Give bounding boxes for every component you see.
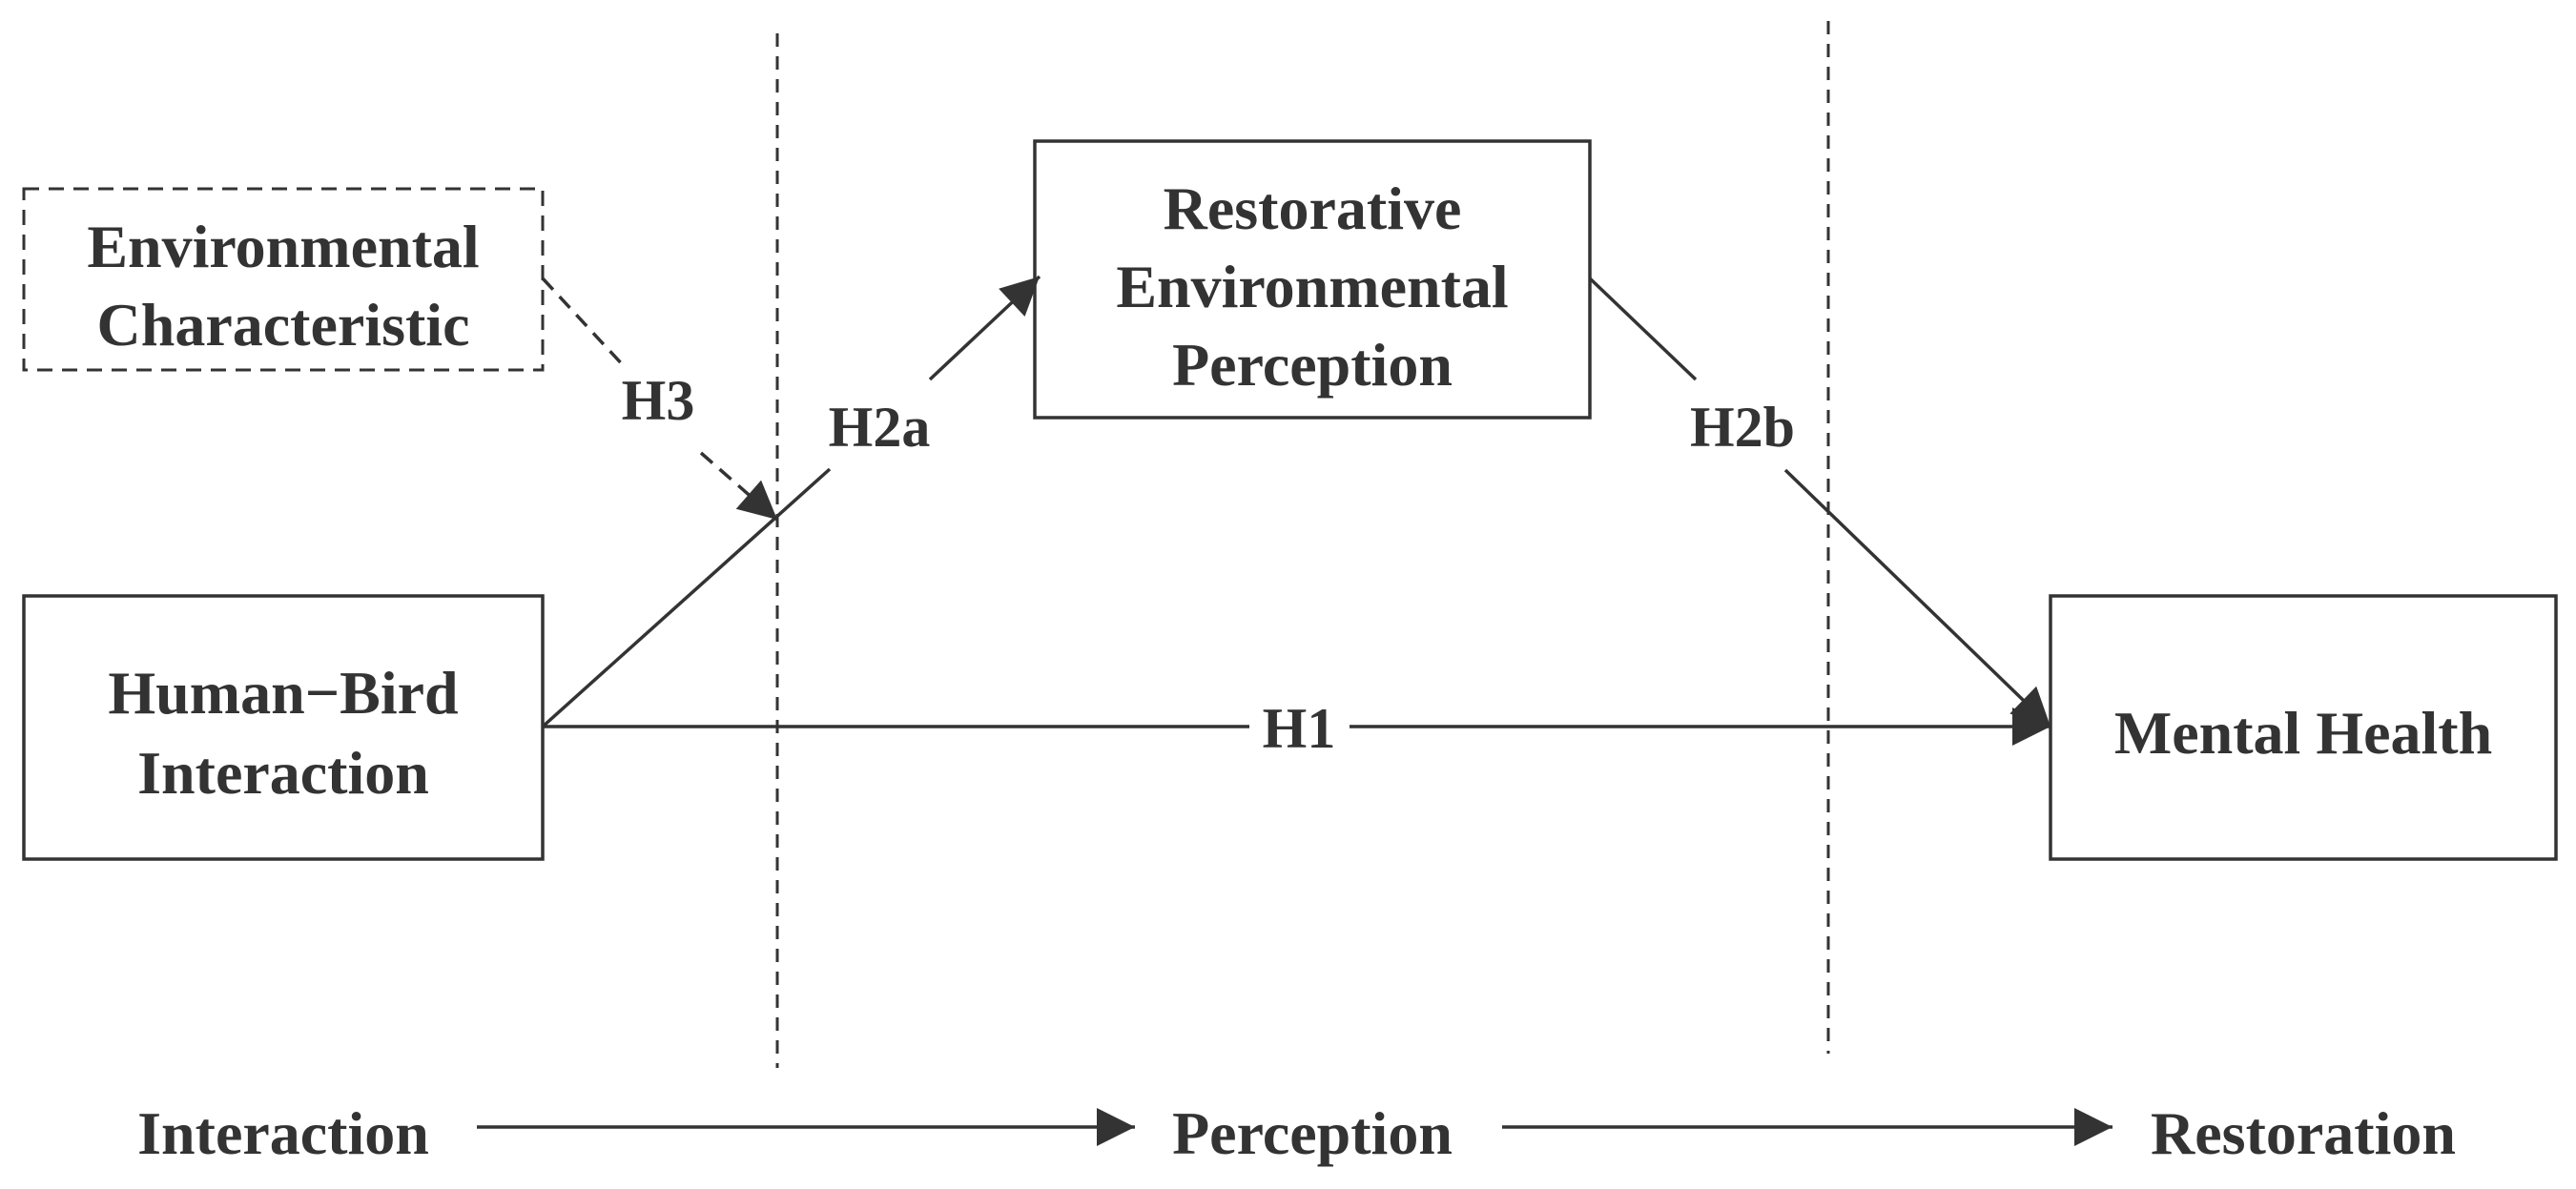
path-h3-line-a [541,277,627,369]
path-h1-label: H1 [1263,697,1336,760]
path-h2a-line-b [928,275,1041,381]
node-environmental-characteristic: Environmental Characteristic [22,187,545,372]
node-restorative-perception-line-1: Restorative [1164,174,1462,242]
node-environmental-characteristic-line-1: Environmental [87,213,479,280]
stage-interaction-label: Interaction [137,1099,429,1167]
path-h2b: H2b [1588,277,2052,728]
path-h2a: H2a [541,275,1041,728]
stage-restoration-label: Restoration [2151,1099,2456,1167]
path-h3: H3 [541,277,779,522]
path-h3-line-b [699,451,779,522]
path-h2b-line-b [1783,468,2052,728]
node-human-bird-interaction-line-2: Interaction [137,739,429,807]
path-h2a-label: H2a [829,396,931,459]
path-h2b-line-a [1588,277,1698,381]
node-restorative-environmental-perception: Restorative Environmental Perception [1033,139,1592,420]
stage-flow: Interaction Perception Restoration [137,1099,2456,1167]
node-environmental-characteristic-line-2: Characteristic [97,291,470,359]
node-restorative-perception-line-2: Environmental [1116,253,1508,320]
node-mental-health-line-1: Mental Health [2114,699,2492,767]
node-restorative-perception-line-3: Perception [1172,331,1453,399]
node-human-bird-interaction-line-1: Human−Bird [108,659,458,727]
node-human-bird-interaction: Human−Bird Interaction [22,594,545,861]
path-h1: H1 [543,697,2050,760]
path-h2a-line-a [541,467,832,728]
node-mental-health: Mental Health [2049,594,2558,861]
stage-perception-label: Perception [1172,1099,1453,1167]
path-h3-label: H3 [622,369,695,432]
path-h2b-label: H2b [1690,396,1795,459]
